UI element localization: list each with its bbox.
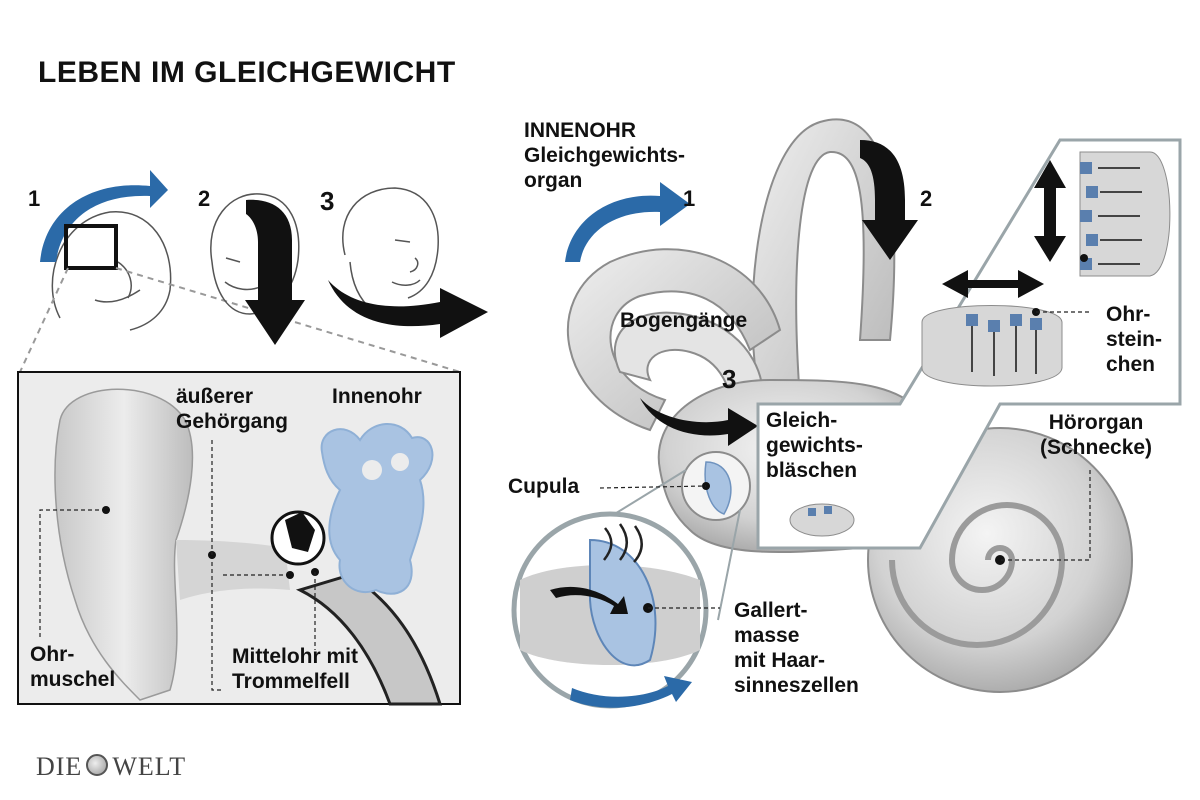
zoom-connector-cupula-2 <box>717 509 741 621</box>
vesicle-vertical-cells <box>1079 151 1171 277</box>
main-arrow-3 <box>640 398 758 446</box>
semicircular-canal-lateral <box>566 248 782 432</box>
ear-inset-panel <box>17 371 461 706</box>
rotation-arrow-1 <box>40 170 168 262</box>
leader-cochlea <box>1000 470 1091 561</box>
leader-cupula <box>599 485 707 489</box>
rotation-arrow-2 <box>245 199 305 345</box>
label-cochlea: Hörorgan (Schnecke) <box>1040 411 1153 459</box>
double-arrow-horizontal <box>942 270 1044 298</box>
vesicle-small-cells <box>789 503 855 537</box>
label-outer-canal: äußerer Gehörgang <box>176 385 289 433</box>
label-inner-ear-inset: Innenohr <box>332 385 422 408</box>
head-sketch-1 <box>51 211 172 331</box>
label-inner-ear-heading: INNENOHR Gleichgewichts- organ <box>524 119 686 192</box>
ossicles <box>285 512 315 552</box>
label-cupula: Cupula <box>508 475 580 498</box>
head-step-number-2: 2 <box>198 186 211 211</box>
label-vesicles: Gleich- gewichts- bläschen <box>766 409 863 482</box>
label-auricle: Ohr- muschel <box>30 643 116 691</box>
semicircular-canal-superior <box>751 118 896 401</box>
head-step-number-3: 3 <box>320 186 335 216</box>
vesicle-horizontal-cells <box>921 305 1063 387</box>
vesicle-magnified-panel <box>756 138 1182 550</box>
cupula-magnified <box>511 511 709 709</box>
label-middle-ear: Mittelohr mit Trommelfell <box>232 645 358 693</box>
main-arrow-number-2: 2 <box>920 186 933 211</box>
label-gel-mass: Gallert- masse mit Haar- sinneszellen <box>734 599 859 697</box>
main-arrow-number-3: 3 <box>722 364 737 394</box>
rotation-arrow-3 <box>328 280 488 338</box>
label-otoliths: Ohr- stein- chen <box>1106 303 1163 376</box>
label-canals: Bogengänge <box>620 309 748 332</box>
page-title: LEBEN IM GLEICHGEWICHT <box>38 56 456 89</box>
globe-icon <box>86 754 109 776</box>
zoom-box <box>64 224 118 270</box>
auricle-shape <box>54 388 194 701</box>
head-sketch-3 <box>342 187 439 311</box>
publisher-logo: DIE WELT <box>36 752 186 782</box>
main-arrow-number-1: 1 <box>683 186 696 211</box>
head-step-number-1: 1 <box>28 186 41 211</box>
double-arrow-vertical <box>1034 160 1066 262</box>
zoom-guide-left <box>19 267 69 373</box>
neck-shape <box>295 573 443 706</box>
ear-canal-shape <box>176 540 290 600</box>
main-arrow-2 <box>860 140 918 260</box>
logo-text-left: DIE <box>36 752 83 781</box>
logo-text-right: WELT <box>112 752 187 781</box>
main-arrow-1 <box>565 182 690 262</box>
